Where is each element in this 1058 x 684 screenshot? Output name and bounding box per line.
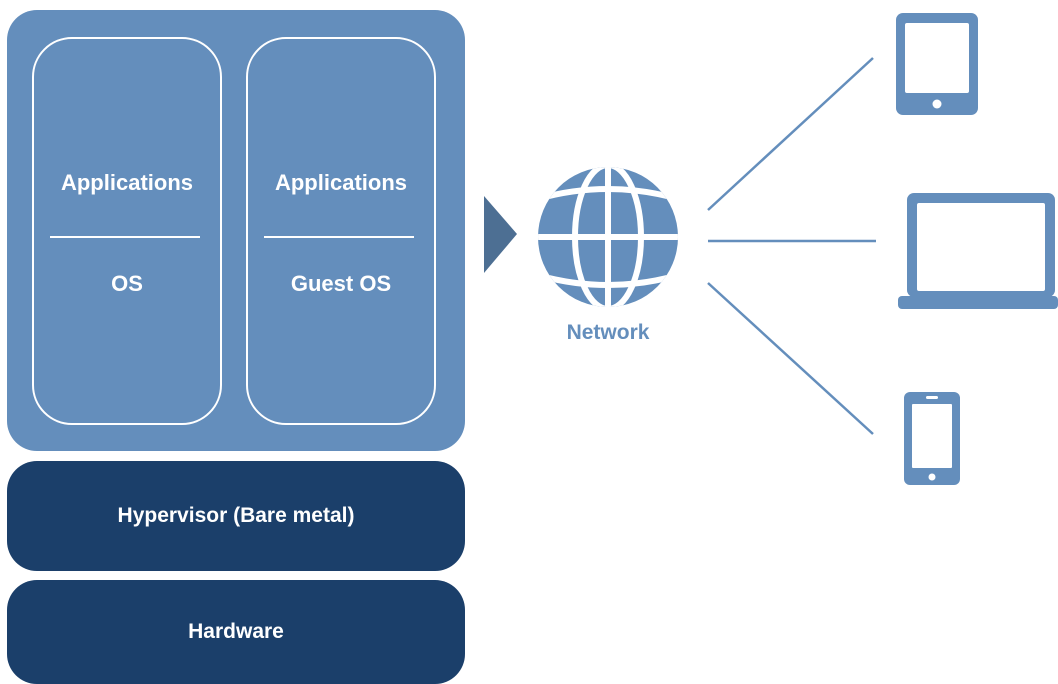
vm-1-divider	[50, 236, 200, 238]
tablet-icon	[896, 13, 978, 115]
arrow-right-icon	[484, 196, 517, 273]
vm-1-applications-label: Applications	[60, 170, 193, 195]
vm-2-applications-label: Applications	[274, 170, 407, 195]
network-label: Network	[566, 321, 650, 344]
hypervisor-layer: Hypervisor (Bare metal)	[7, 461, 465, 571]
virtual-machine-2: Applications Guest OS	[246, 37, 436, 425]
laptop-icon	[898, 193, 1058, 309]
connection-line-phone	[707, 282, 874, 435]
hardware-layer: Hardware	[7, 580, 465, 684]
smartphone-icon	[904, 392, 960, 485]
connection-line-tablet	[707, 57, 874, 211]
virtual-machine-host: Applications OS Applications Guest OS	[7, 10, 465, 451]
vm-1-os-label: OS	[111, 271, 143, 296]
vm-2-os-label: Guest OS	[290, 271, 392, 296]
globe-icon	[538, 167, 678, 307]
vm-2-divider	[264, 236, 414, 238]
virtual-machine-1: Applications OS	[32, 37, 222, 425]
